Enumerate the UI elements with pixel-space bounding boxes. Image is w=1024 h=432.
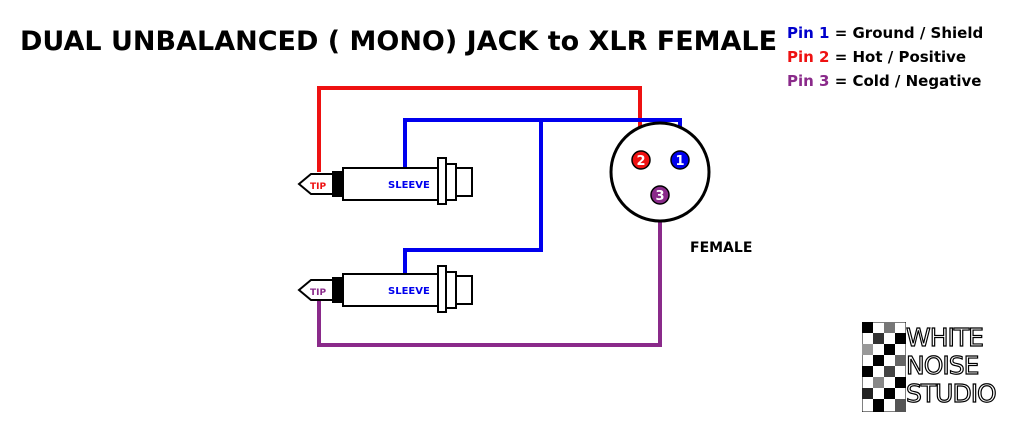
legend-pin-3-desc: = Cold / Negative — [829, 72, 982, 90]
jack-plug-1-body — [445, 163, 457, 201]
jack-plug-2-end — [455, 275, 473, 305]
jack-plug-2-tip-label: TIP — [310, 288, 326, 298]
legend-pin-3-label: Pin 3 — [787, 72, 830, 90]
xlr-pin-2 — [631, 150, 651, 170]
jack-plug-2-ring — [332, 277, 344, 303]
wire-cold — [317, 203, 662, 347]
xlr-pin-2-label: 2 — [636, 154, 645, 169]
jack-plug-2 — [297, 265, 473, 313]
xlr-pin-3-label: 3 — [655, 189, 664, 204]
legend-pin-2-desc: = Hot / Positive — [829, 48, 967, 66]
logo-line-3: STUDIO — [905, 379, 997, 408]
jack-plug-2-sleeve-label: SLEEVE — [388, 286, 430, 297]
logo-line-2: NOISE — [905, 351, 980, 380]
checker-logo-icon — [862, 322, 906, 412]
white-noise-studio-logo: WHITE NOISE STUDIO — [862, 322, 997, 412]
diagram-title: DUAL UNBALANCED ( MONO) JACK to XLR FEMA… — [20, 26, 778, 57]
jack-plug-2-sleeve — [342, 273, 439, 307]
legend-pin-1-desc: = Ground / Shield — [829, 24, 984, 42]
legend-pin-2-label: Pin 2 — [787, 48, 830, 66]
xlr-pin-1 — [670, 150, 690, 170]
jack-plug-2-collar — [437, 265, 447, 313]
jack-plug-1-tip-label: TIP — [310, 182, 326, 192]
jack-plug-1-collar — [437, 157, 447, 205]
legend-pin-1-label: Pin 1 — [787, 24, 830, 42]
xlr-female-body — [609, 121, 711, 223]
jack-plug-1-ring — [332, 171, 344, 197]
xlr-female-label: FEMALE — [690, 240, 753, 256]
legend-pin-2: Pin 2 = Hot / Positive — [787, 48, 966, 66]
jack-plug-1-sleeve-label: SLEEVE — [388, 180, 430, 191]
legend-pin-3: Pin 3 = Cold / Negative — [787, 72, 981, 90]
legend-pin-1: Pin 1 = Ground / Shield — [787, 24, 983, 42]
logo-line-1: WHITE — [905, 323, 984, 352]
xlr-pin-3 — [650, 185, 670, 205]
xlr-pin-1-label: 1 — [675, 154, 684, 169]
jack-plug-2-body — [445, 271, 457, 309]
jack-plug-1-end — [455, 167, 473, 197]
wire-hot — [317, 86, 642, 172]
jack-plug-1 — [297, 157, 473, 205]
wire-ground-2 — [403, 120, 543, 282]
